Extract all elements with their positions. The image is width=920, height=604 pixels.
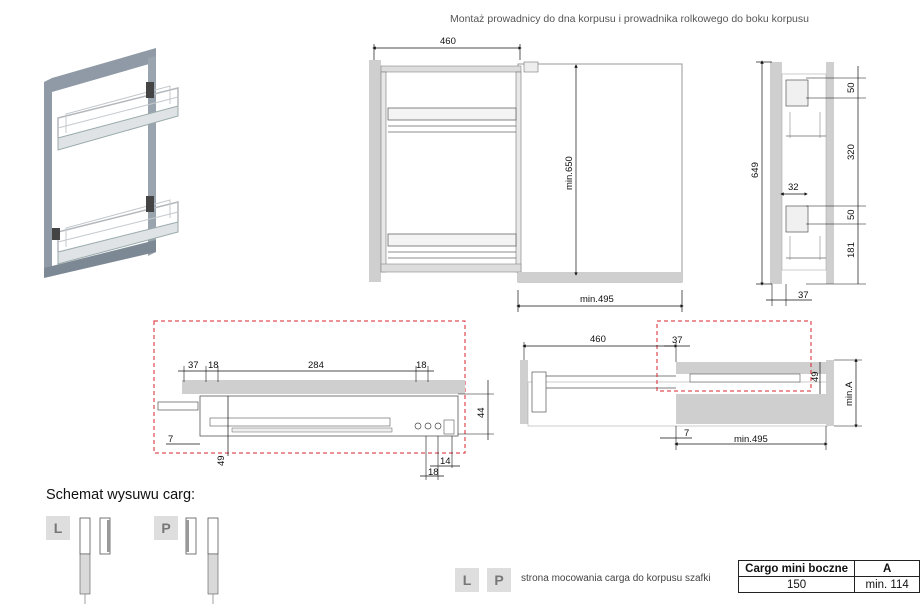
schema-title: Schemat wysuwu carg:: [46, 487, 196, 503]
detail-frame-right: [656, 320, 812, 392]
spec-cell-width: 150: [737, 576, 856, 593]
side-181-label: 181: [846, 242, 857, 258]
table-row: 150 min. 114: [737, 576, 920, 593]
rail-44-label: 44: [476, 407, 487, 418]
rail-284-label: 284: [308, 360, 324, 371]
side-32-label: 32: [788, 182, 799, 193]
install-7-label: 7: [684, 428, 689, 439]
rail-49-label: 49: [216, 455, 227, 466]
installation-detail: 460 37 49 min.A 7 min.495: [520, 320, 862, 450]
front-view: 460 min.650 min.495: [369, 36, 684, 312]
side-view: 649 50 320 50 181 32 37: [750, 60, 866, 306]
schema-left-badge: L: [46, 516, 70, 540]
schema-right-drawing: [185, 517, 219, 604]
front-depth-label: min.495: [580, 294, 614, 305]
side-50a-label: 50: [846, 82, 857, 93]
spec-table-header: Cargo mini boczne A: [737, 560, 920, 577]
front-height-label: min.650: [564, 156, 575, 190]
rail-detail: 37 18 284 18 44 7 49 14 18: [153, 320, 494, 480]
spec-cell-min-a: min. 114: [854, 576, 920, 593]
install-37-label: 37: [672, 335, 683, 346]
spec-table: Cargo mini boczne A 150 min. 114: [737, 560, 920, 593]
install-460-label: 460: [590, 334, 606, 345]
rail-18b-label: 18: [416, 360, 427, 371]
side-height-label: 649: [750, 162, 761, 178]
rail-7-label: 7: [168, 434, 173, 445]
install-49-label: 49: [810, 371, 821, 382]
legend-text: strona mocowania carga do korpusu szafki: [521, 573, 711, 584]
legend-right-badge: P: [487, 568, 511, 592]
side-37-label: 37: [798, 290, 809, 301]
rail-18c-label: 18: [428, 467, 439, 478]
rail-14-label: 14: [440, 456, 451, 467]
page-title: Montaż prowadnicy do dna korpusu i prowa…: [450, 13, 809, 25]
front-width-label: 460: [440, 36, 456, 47]
legend-left-badge: L: [455, 568, 479, 592]
install-minA-label: min.A: [844, 381, 855, 406]
side-320-label: 320: [846, 144, 857, 160]
schema-left-drawing: [79, 517, 111, 604]
cargo-product-illustration: [44, 48, 179, 278]
schema-right-badge: P: [154, 516, 178, 540]
rail-37-label: 37: [188, 360, 199, 371]
spec-header-model: Cargo mini boczne: [737, 560, 856, 577]
install-min495-label: min.495: [734, 434, 768, 445]
side-50b-label: 50: [846, 209, 857, 220]
rail-18a-label: 18: [208, 360, 219, 371]
spec-header-a: A: [854, 560, 920, 577]
detail-frame-left: [153, 320, 466, 454]
